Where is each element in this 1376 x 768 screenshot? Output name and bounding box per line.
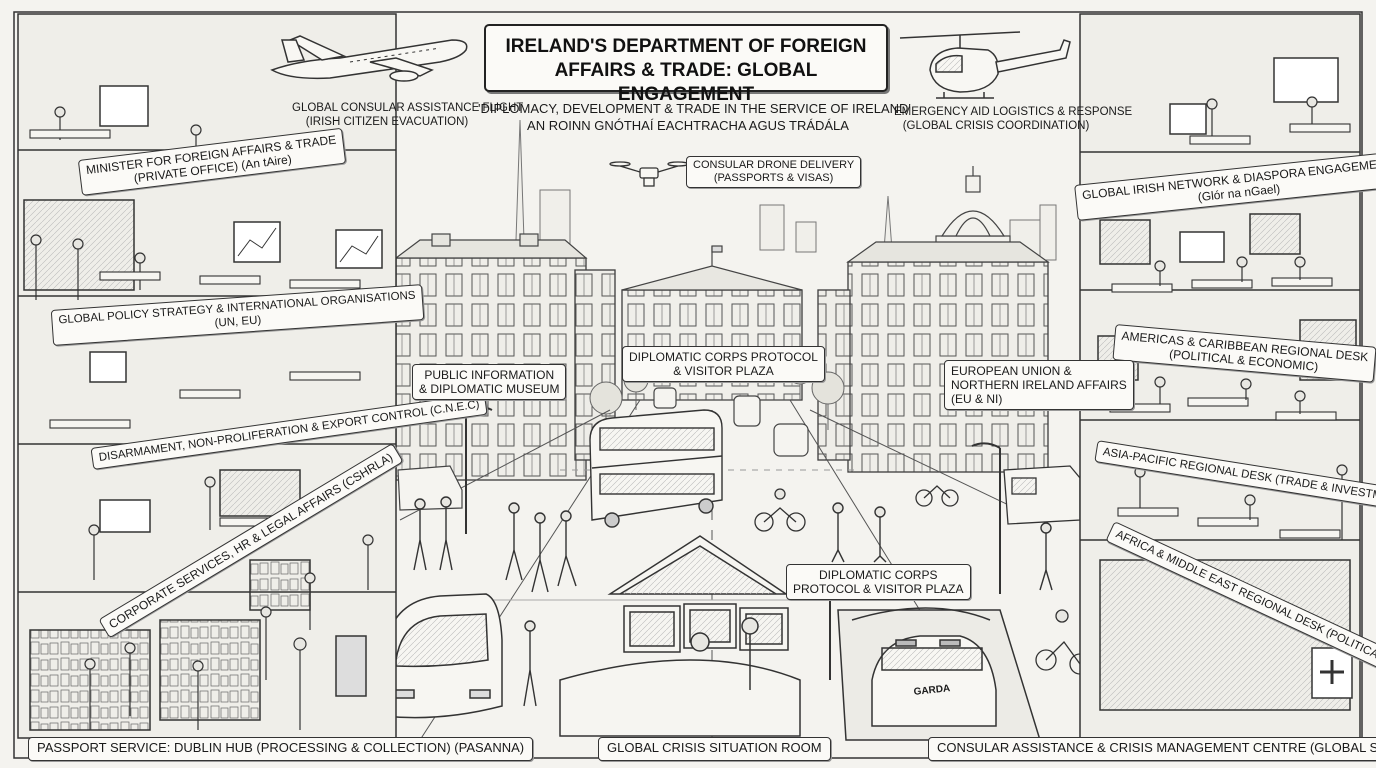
drone <box>609 161 689 187</box>
eu-line1: EUROPEAN UNION & <box>951 364 1072 378</box>
airplane <box>270 35 468 82</box>
label-crisis-situation-room[interactable]: GLOBAL CRISIS SITUATION ROOM <box>598 737 831 761</box>
title-line-2: AFFAIRS & TRADE: GLOBAL ENGAGEMENT <box>554 60 818 105</box>
plaza-bottom-line1: DIPLOMATIC CORPS <box>819 568 938 582</box>
caption-consular-flight: GLOBAL CONSULAR ASSISTANCE FLIGHT (IRISH… <box>292 101 524 129</box>
plaza-bottom-line2: PROTOCOL & VISITOR PLAZA <box>793 582 964 596</box>
double-decker-bus <box>589 409 723 528</box>
delivery-van <box>1003 465 1081 525</box>
label-protocol-plaza-bottom[interactable]: DIPLOMATIC CORPS PROTOCOL & VISITOR PLAZ… <box>786 564 971 600</box>
drone-line1: CONSULAR DRONE DELIVERY <box>693 159 855 171</box>
right-street-buildings <box>817 241 1050 473</box>
autonomous-shuttle <box>383 593 503 719</box>
plaza-top-line2: & VISITOR PLAZA <box>673 364 774 378</box>
label-passport-service[interactable]: PASSPORT SERVICE: DUBLIN HUB (PROCESSING… <box>28 737 534 761</box>
caption-flight-line2: (IRISH CITIZEN EVACUATION) <box>305 116 469 128</box>
museum-line2: & DIPLOMATIC MUSEUM <box>419 382 560 396</box>
caption-aid-line2: (GLOBAL CRISIS COORDINATION) <box>902 120 1090 132</box>
page-title: IRELAND'S DEPARTMENT OF FOREIGN AFFAIRS … <box>484 24 888 105</box>
garda-tunnel <box>837 607 1042 741</box>
left-street-buildings <box>394 233 616 481</box>
tagline-irish: AN ROINN GNÓTHAÍ EACHTRACHA AGUS TRÁDÁLA <box>527 118 849 133</box>
plaza-top-line1: DIPLOMATIC CORPS PROTOCOL <box>629 350 818 364</box>
label-consular-assistance-centre[interactable]: CONSULAR ASSISTANCE & CRISIS MANAGEMENT … <box>928 737 1376 761</box>
tagline-english: 'DIPLOMACY, DEVELOPMENT & TRADE IN THE S… <box>478 101 911 116</box>
label-consular-drone[interactable]: CONSULAR DRONE DELIVERY (PASSPORTS & VIS… <box>686 156 862 188</box>
caption-aid-line1: EMERGENCY AID LOGISTICS & RESPONSE <box>894 106 1133 118</box>
caption-emergency-aid: EMERGENCY AID LOGISTICS & RESPONSE (GLOB… <box>894 105 1133 133</box>
eu-line3: (EU & NI) <box>951 392 1003 406</box>
museum-line1: PUBLIC INFORMATION <box>424 368 555 382</box>
tagline: 'DIPLOMACY, DEVELOPMENT & TRADE IN THE S… <box>478 100 911 134</box>
drone-line2: (PASSPORTS & VISAS) <box>713 172 834 184</box>
caption-flight-line1: GLOBAL CONSULAR ASSISTANCE FLIGHT <box>292 102 524 114</box>
label-eu-northern-ireland[interactable]: EUROPEAN UNION & NORTHERN IRELAND AFFAIR… <box>944 360 1134 410</box>
label-protocol-plaza-top[interactable]: DIPLOMATIC CORPS PROTOCOL & VISITOR PLAZ… <box>622 346 825 382</box>
helicopter <box>899 31 1071 99</box>
eu-line2: NORTHERN IRELAND AFFAIRS <box>951 378 1127 392</box>
title-line-1: IRELAND'S DEPARTMENT OF FOREIGN <box>505 36 867 57</box>
situation-room-booth <box>559 535 801 737</box>
label-public-information-museum[interactable]: PUBLIC INFORMATION & DIPLOMATIC MUSEUM <box>412 364 567 400</box>
